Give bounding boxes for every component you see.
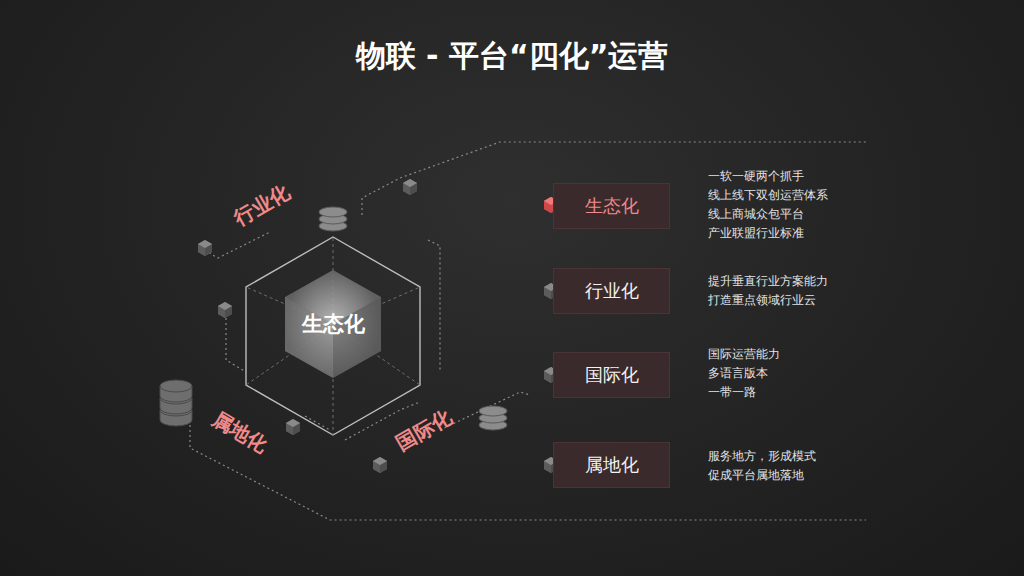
description-line: 产业联盟行业标准 [708,225,804,242]
category-box: 国际化 [553,352,670,398]
category-box: 生态化 [553,183,670,229]
description-line: 打造重点领域行业云 [708,292,816,309]
description-line: 多语言版本 [708,365,768,382]
description-line: 提升垂直行业方案能力 [708,273,828,290]
description-line: 线上商城众包平台 [708,206,804,223]
description-line: 一软一硬两个抓手 [708,168,804,185]
description-line: 一带一路 [708,384,756,401]
description-line: 促成平台属地落地 [708,467,804,484]
category-box: 行业化 [553,268,670,314]
node-text: 属地化 [585,453,639,477]
title: 物联 - 平台“四化”运营 [0,36,1024,77]
node-text: 行业化 [585,279,639,303]
description-line: 线上线下双创运营体系 [708,187,828,204]
description-line: 服务地方，形成模式 [708,448,816,465]
category-box: 属地化 [553,442,670,488]
node-text: 国际化 [585,363,639,387]
ring-label: 行业化 [229,178,294,231]
node-text: 生态化 [302,310,365,338]
ring-label: 属地化 [207,405,272,458]
center-cube: 生态化 [283,268,383,380]
description-line: 国际运营能力 [708,346,780,363]
ring-label: 国际化 [391,403,456,456]
node-text: 生态化 [585,194,639,218]
